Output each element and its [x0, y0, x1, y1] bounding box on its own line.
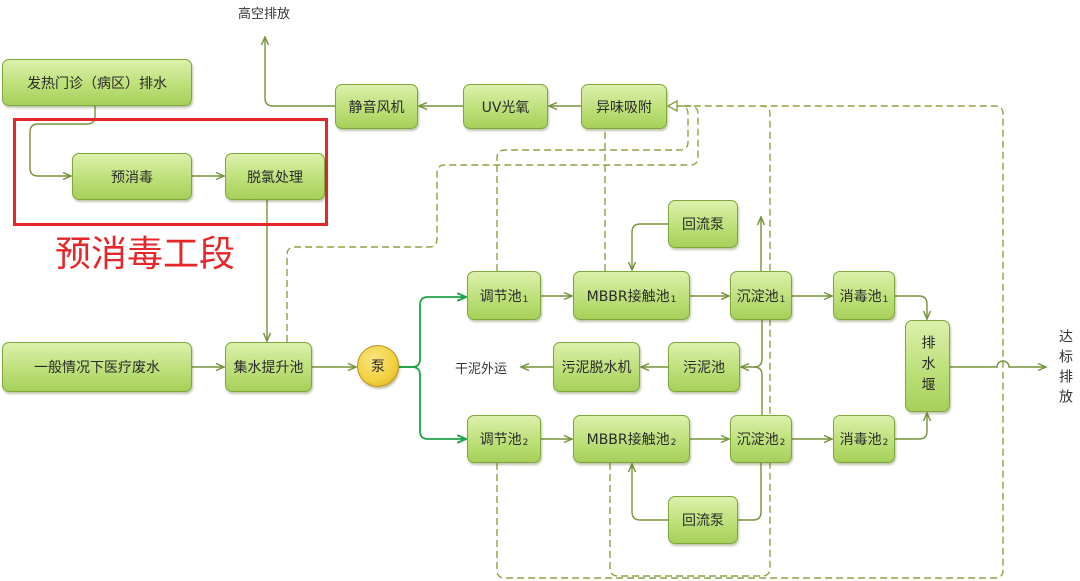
sludge-tank-label: 污泥池 [683, 360, 725, 376]
arrow-reflux-pump-2-to-mbbr-2 [632, 464, 668, 521]
reflux-pump-2-label: 回流泵 [682, 513, 724, 529]
collection-lift-tank-node: 集水提升池 [225, 342, 312, 392]
exhaust-label: 高空排放 [238, 7, 291, 22]
equalization-tank-1-index: 1 [522, 294, 529, 305]
discharge-label: 达标排放 [1057, 329, 1073, 409]
dechlorination-label: 脱氯处理 [247, 169, 303, 186]
disinfection-tank-1-index: 1 [882, 294, 889, 305]
mbbr-contact-tank-2-index: 2 [670, 438, 677, 448]
mbbr-contact-tank-1-index: 1 [670, 294, 677, 305]
dry-sludge-label: 干泥外运 [455, 362, 508, 377]
general-medical-wastewater-label: 一般情况下医疗废水 [34, 360, 160, 376]
sludge-dewatering-machine-node: 污泥脱水机 [553, 342, 640, 392]
arrow-disinfection-1-to-weir [895, 295, 927, 319]
disinfection-tank-1-label: 消毒池 [839, 288, 882, 305]
arrow-pump-to-equalization-1 [399, 297, 466, 368]
mbbr-contact-tank-2-label: MBBR接触池 [586, 432, 670, 448]
sedimentation-tank-2-index: 2 [779, 438, 786, 448]
arrow-sedimentation-1-to-sludge-tank [741, 320, 763, 367]
odor-adsorption-node: 异味吸附 [581, 84, 667, 129]
pump-node: 泵 [357, 345, 399, 387]
silent-fan-node: 静音风机 [335, 84, 418, 129]
sludge-dewatering-machine-label: 污泥脱水机 [561, 360, 632, 376]
odor-duct-arrowhead [666, 99, 678, 113]
arrow-fan-to-exhaust [265, 37, 335, 107]
equalization-tank-2-label: 调节池 [479, 432, 522, 448]
odor-adsorption-label: 异味吸附 [596, 99, 652, 116]
disinfection-tank-2-label: 消毒池 [839, 432, 882, 448]
arrow-reflux-pump-1-to-mbbr-1 [632, 223, 668, 270]
collection-lift-tank-label: 集水提升池 [233, 360, 304, 376]
drainage-weir-node: 排水堰 [905, 320, 950, 412]
odor-duct-mbbr-2 [609, 105, 771, 577]
pre-disinfection-section-label: 预消毒工段 [55, 234, 236, 275]
pre-disinfection-label: 预消毒 [111, 169, 153, 186]
line-sedimentation-2-to-sludge-tank [753, 366, 763, 415]
dechlorination-node: 脱氯处理 [225, 153, 325, 200]
sedimentation-tank-2-label: 沉淀池 [736, 432, 779, 448]
pre-disinfection-section-frame [13, 118, 328, 226]
drainage-weir-label: 排水堰 [919, 334, 936, 398]
pre-disinfection-node: 预消毒 [72, 153, 192, 200]
arrow-pump-to-equalization-2 [399, 366, 466, 439]
uv-photo-oxidation-label: UV光氧 [481, 99, 530, 116]
reflux-pump-1-label: 回流泵 [682, 217, 724, 233]
arrow-weir-to-discharge [950, 360, 1046, 367]
equalization-tank-1-label: 调节池 [479, 288, 522, 305]
fever-clinic-drainage-node: 发热门诊（病区）排水 [2, 59, 192, 106]
uv-photo-oxidation-node: UV光氧 [463, 84, 548, 129]
silent-fan-label: 静音风机 [348, 99, 405, 116]
general-medical-wastewater-node: 一般情况下医疗废水 [2, 342, 192, 392]
pump-label: 泵 [371, 359, 385, 375]
sedimentation-tank-1-label: 沉淀池 [736, 288, 779, 305]
sludge-tank-node: 污泥池 [668, 342, 740, 392]
mbbr-contact-tank-1-label: MBBR接触池 [586, 288, 670, 305]
reflux-pump-2-node: 回流泵 [668, 496, 738, 544]
arrow-fever-to-predisinfection [29, 106, 96, 176]
reflux-pump-1-node: 回流泵 [668, 200, 738, 248]
sedimentation-tank-1-index: 1 [779, 294, 786, 305]
line-sedimentation-2-to-reflux-pump-2 [738, 463, 762, 521]
fever-clinic-drainage-label: 发热门诊（病区）排水 [27, 75, 167, 92]
disinfection-tank-2-index: 2 [882, 438, 889, 448]
odor-duct-equalization-2 [496, 105, 1004, 579]
arrow-disinfection-2-to-weir [895, 413, 927, 440]
odor-duct-equalization-1 [496, 105, 689, 271]
equalization-tank-2-index: 2 [522, 438, 529, 448]
